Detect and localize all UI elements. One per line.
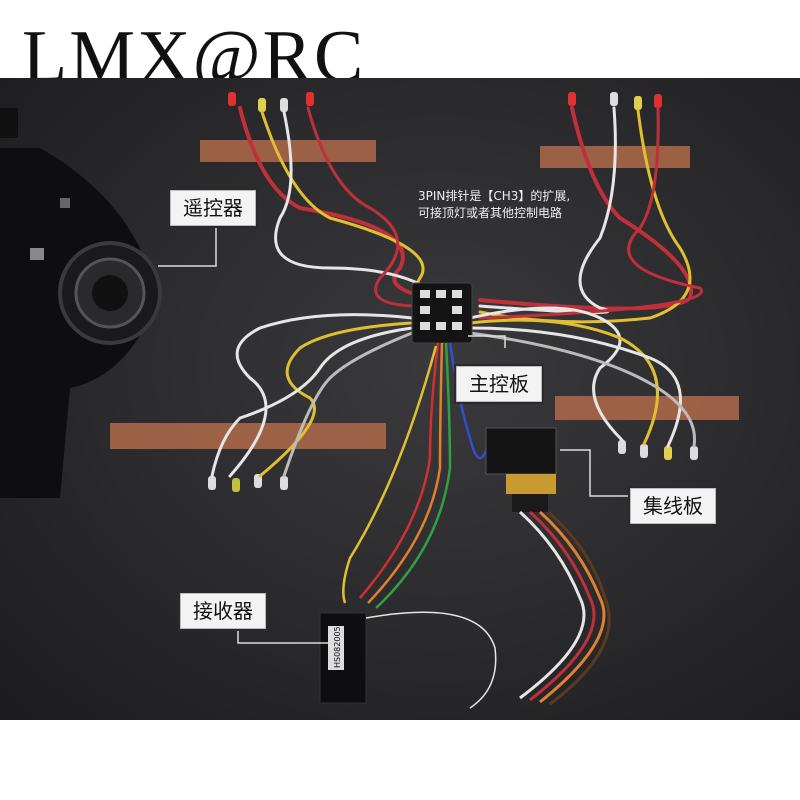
photo-illustration: HS082005 xyxy=(0,92,739,709)
main-control-board xyxy=(411,282,473,344)
label-main-board: 主控板 xyxy=(456,366,542,402)
product-photo: HS082005 遥控器 主控板 集线板 接收器 3PIN排针是【CH3】的扩展… xyxy=(0,78,800,720)
ch3-annotation: 3PIN排针是【CH3】的扩展, 可接顶灯或者其他控制电路 xyxy=(418,188,570,223)
wire-bundles xyxy=(210,106,703,478)
callout-leader-lines xyxy=(158,228,634,644)
remote-controller xyxy=(0,108,162,498)
signal-wires xyxy=(342,342,492,609)
receiver-model-text: HS082005 xyxy=(333,626,342,668)
label-remote-controller: 遥控器 xyxy=(170,190,256,226)
ch3-annotation-line-1: 3PIN排针是【CH3】的扩展, xyxy=(418,189,571,203)
receiver-unit: HS082005 xyxy=(319,611,497,709)
led-lights xyxy=(208,92,698,492)
ch3-annotation-line-2: 可接顶灯或者其他控制电路 xyxy=(418,206,563,221)
label-receiver: 接收器 xyxy=(180,593,266,629)
label-hub-board: 集线板 xyxy=(630,488,716,524)
hub-board xyxy=(485,427,611,706)
